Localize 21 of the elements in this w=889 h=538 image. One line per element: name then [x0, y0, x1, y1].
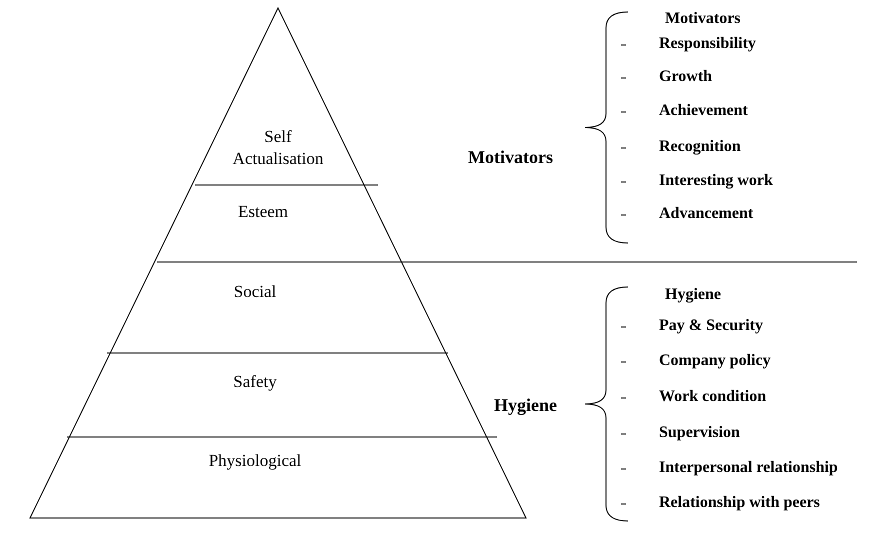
list-item: Interpersonal relationship — [659, 460, 838, 476]
level-label: Physiological — [208, 450, 302, 472]
list-item: Growth — [659, 69, 712, 85]
list-heading: Hygiene — [665, 287, 721, 303]
list-item: Pay & Security — [659, 318, 763, 334]
level-label: Social — [234, 281, 276, 303]
list-item: Achievement — [659, 103, 748, 119]
list-item: Interesting work — [659, 173, 773, 189]
level-label: Self Actualisation — [232, 126, 324, 170]
list-item: Recognition — [659, 139, 741, 155]
list-item: Relationship with peers — [659, 495, 820, 511]
list-item: Work condition — [659, 389, 766, 405]
group-label: Hygiene — [494, 396, 557, 414]
level-label: Esteem — [238, 201, 288, 223]
list-item: Responsibility — [659, 36, 756, 52]
list-item: Advancement — [659, 206, 754, 222]
group-label: Motivators — [468, 148, 553, 166]
level-label: Safety — [233, 371, 277, 393]
list-heading: Motivators — [665, 11, 741, 27]
list-item: Supervision — [659, 425, 740, 441]
list-item: Company policy — [659, 353, 771, 369]
